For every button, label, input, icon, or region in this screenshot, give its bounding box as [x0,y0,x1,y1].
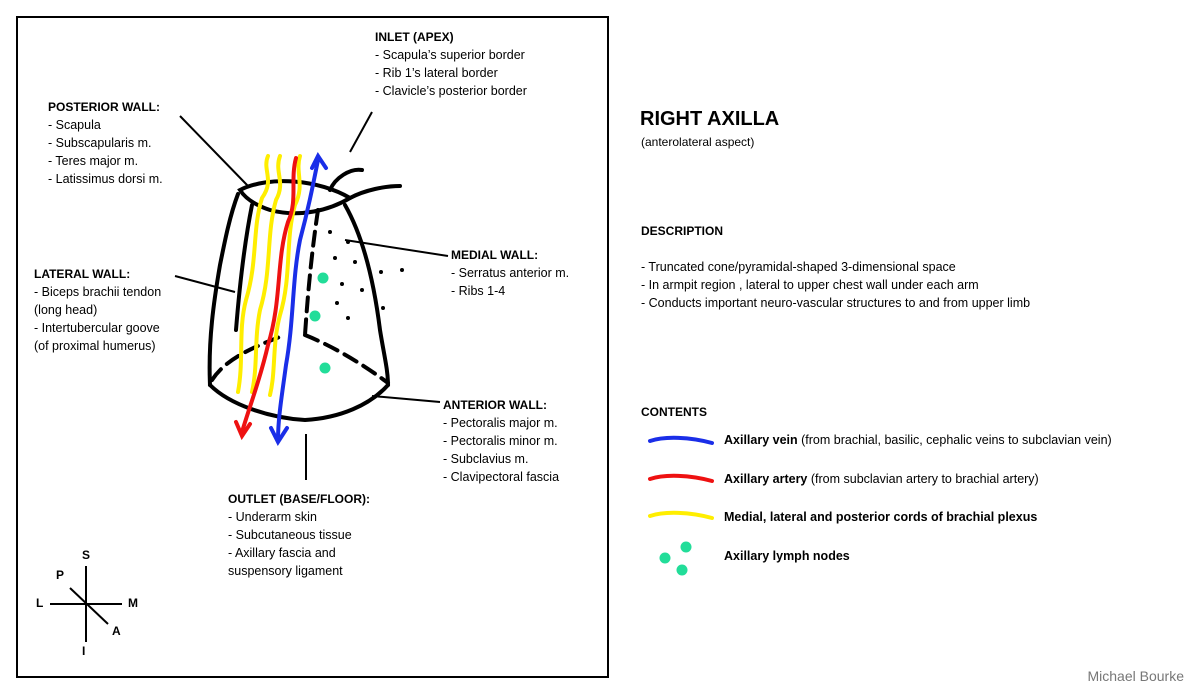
plexus-lines [236,154,302,397]
legend-vein-detail: (from brachial, basilic, cephalic veins … [797,433,1112,447]
anterior-item: - Pectoralis minor m. [443,434,558,448]
lateral-edge [207,192,240,387]
lateral-wall-label: LATERAL WALL: - Biceps brachii tendon (l… [34,265,161,355]
legend-artery: Axillary artery (from subclavian artery … [724,472,1039,486]
posterior-item: - Subscapularis m. [48,136,152,150]
compass-inferior: I [82,644,86,658]
medial-item: - Ribs 1-4 [451,284,506,298]
medial-wall-label: MEDIAL WALL: - Serratus anterior m. - Ri… [451,246,569,300]
inlet-leader [349,111,373,153]
posterior-item: - Teres major m. [48,154,139,168]
compass-medial: M [128,596,138,610]
medial-item: - Serratus anterior m. [451,266,570,280]
medial-heading: MEDIAL WALL: [451,248,539,262]
lateral-edge-inner [234,203,254,332]
artery-line [234,156,298,441]
anterior-item: - Clavipectoral fascia [443,470,560,484]
legend-artery-detail: (from subclavian artery to brachial arte… [807,472,1039,486]
inlet-item: - Rib 1’s lateral border [375,66,498,80]
inlet-heading: INLET (APEX) [375,30,454,44]
anterior-item: - Pectoralis major m. [443,416,558,430]
legend-vein-name: Axillary vein [724,433,798,447]
posterior-wall-label: POSTERIOR WALL: - Scapula - Subscapulari… [48,98,163,188]
page-title: RIGHT AXILLA [640,108,780,130]
clavicle-curve [328,167,364,192]
posterior-item: - Latissimus dorsi m. [48,172,163,186]
compass-lateral: L [36,596,44,610]
inlet-label: INLET (APEX) - Scapula’s superior border… [375,28,527,100]
vein-line [269,152,328,447]
legend-artery-name: Axillary artery [724,472,808,486]
compass-superior: S [82,548,91,562]
diagram-frame [16,16,609,678]
lymph-nodes [309,272,331,374]
legend-nodes-name: Axillary lymph nodes [724,549,850,563]
description-heading: DESCRIPTION [641,224,724,238]
legend-red-line [648,473,714,483]
inlet-item: - Scapula’s superior border [375,48,525,62]
outlet-item: - Underarm skin [228,510,317,524]
back-dash [303,208,320,337]
lateral-item: - Intertubercular goove [34,321,160,335]
lateral-heading: LATERAL WALL: [34,267,131,281]
anterior-leader [371,395,441,403]
anterior-wall-label: ANTERIOR WALL: - Pectoralis major m. - P… [443,396,559,486]
lateral-item: (long head) [34,303,98,317]
author-credit: Michael Bourke [1087,668,1185,684]
lateral-item: (of proximal humerus) [34,339,156,353]
outlet-item: - Subcutaneous tissue [228,528,352,542]
compass-anterior: A [112,624,121,638]
description-item: - Truncated cone/pyramidal-shaped 3-dime… [641,260,956,274]
posterior-leader [179,115,249,187]
inlet-item: - Clavicle’s posterior border [375,84,527,98]
cone-top [237,179,354,216]
medial-edge [343,203,390,387]
legend-blue-line [648,435,714,445]
legend-plexus: Medial, lateral and posterior cords of b… [724,510,1037,524]
outlet-heading: OUTLET (BASE/FLOOR): [228,492,370,506]
inlet-curve [348,184,402,200]
description-item: - In armpit region , lateral to upper ch… [641,278,979,292]
legend-vein: Axillary vein (from brachial, basilic, c… [724,433,1112,447]
compass-posterior: P [56,568,65,582]
page-subtitle: (anterolateral aspect) [641,135,755,149]
outlet-item: - Axillary fascia and [228,546,336,560]
legend-yellow-line [648,510,714,520]
legend-green-dots [659,541,692,576]
cone-base [208,383,390,423]
contents-heading: CONTENTS [641,405,707,419]
posterior-item: - Scapula [48,118,101,132]
description-list: - Truncated cone/pyramidal-shaped 3-dime… [641,258,1030,312]
outlet-item: suspensory ligament [228,564,343,578]
legend-plexus-name: Medial, lateral and posterior cords of b… [724,510,1038,524]
base-dash-right [303,333,390,385]
legend-icons [648,435,714,520]
legend-nodes: Axillary lymph nodes [724,549,850,563]
posterior-heading: POSTERIOR WALL: [48,100,160,114]
anterior-item: - Subclavius m. [443,452,529,466]
lateral-item: - Biceps brachii tendon [34,285,162,299]
lateral-leader [174,275,236,293]
serratus-dots [328,230,404,320]
anterior-heading: ANTERIOR WALL: [443,398,547,412]
compass-rose [50,566,122,642]
description-item: - Conducts important neuro-vascular stru… [641,296,1031,310]
outlet-label: OUTLET (BASE/FLOOR): - Underarm skin - S… [228,490,370,580]
